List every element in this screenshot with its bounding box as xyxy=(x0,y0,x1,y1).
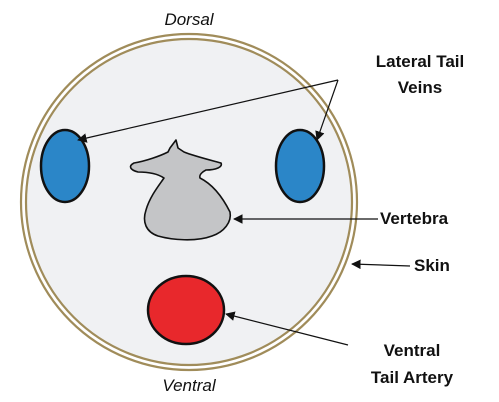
ventral-tail-artery xyxy=(148,276,224,344)
skin-label: Skin xyxy=(414,256,450,275)
pointer-line-skin xyxy=(352,264,410,266)
left-lateral-tail-vein xyxy=(41,130,89,202)
right-lateral-tail-vein xyxy=(276,130,324,202)
ventral-tail-artery-label-line1: Ventral xyxy=(384,341,441,360)
ventral-label: Ventral xyxy=(162,376,216,395)
vertebra-label: Vertebra xyxy=(380,209,449,228)
dorsal-label: Dorsal xyxy=(164,10,214,29)
lateral-tail-veins-label-line2: Veins xyxy=(398,78,442,97)
ventral-tail-artery-label-line2: Tail Artery xyxy=(371,368,454,387)
lateral-tail-veins-label-line1: Lateral Tail xyxy=(376,52,465,71)
